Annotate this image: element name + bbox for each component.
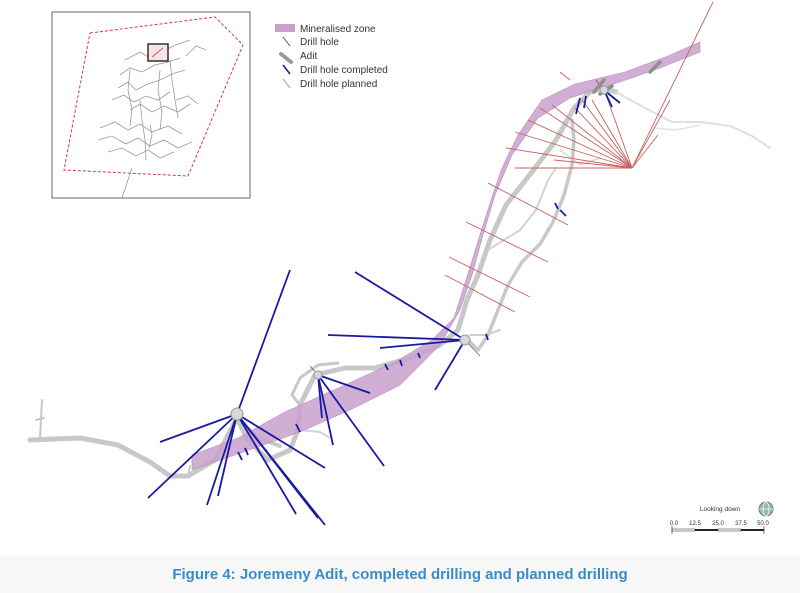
svg-text:Adit: Adit	[300, 51, 317, 62]
scale-tick-3: 37.5	[735, 521, 747, 527]
legend-mineralised-zone: Mineralised zone	[275, 24, 376, 35]
svg-text:Drill hole completed: Drill hole completed	[300, 65, 388, 76]
adit-map: Mineralised zone Drill hole Adit Drill h…	[27, 1, 774, 534]
globe-compass-icon	[758, 501, 774, 517]
legend-drill-hole-planned: Drill hole planned	[282, 78, 377, 90]
svg-text:Mineralised zone: Mineralised zone	[300, 24, 376, 35]
planned-drill-holes	[444, 1, 714, 313]
inset-location-map	[51, 11, 251, 199]
caption-band	[0, 556, 800, 593]
scale-tick-4: 50.0	[757, 521, 769, 527]
mineralised-zone	[191, 41, 701, 471]
legend: Mineralised zone Drill hole Adit Drill h…	[275, 24, 388, 90]
inset-workings	[97, 39, 207, 161]
inset-project-boundary	[63, 16, 244, 177]
legend-drill-hole: Drill hole	[282, 36, 339, 48]
inset-frame	[51, 11, 251, 199]
scale-tick-2: 25.0	[712, 521, 724, 527]
svg-text:Drill hole planned: Drill hole planned	[300, 79, 377, 90]
legend-drill-hole-completed: Drill hole completed	[282, 64, 388, 76]
legend-adit: Adit	[279, 51, 317, 64]
scale-tick-1: 12.5	[689, 521, 701, 527]
view-indicator: Looking down	[700, 501, 774, 517]
figure-caption: Figure 4: Joremeny Adit, completed drill…	[172, 566, 628, 583]
svg-text:Drill hole: Drill hole	[300, 37, 339, 48]
drill-collars	[230, 85, 609, 421]
scale-bar: 0.0 12.5 25.0 37.5 50.0	[670, 521, 769, 534]
svg-text:Looking down: Looking down	[700, 506, 740, 513]
scale-tick-0: 0.0	[670, 521, 679, 527]
